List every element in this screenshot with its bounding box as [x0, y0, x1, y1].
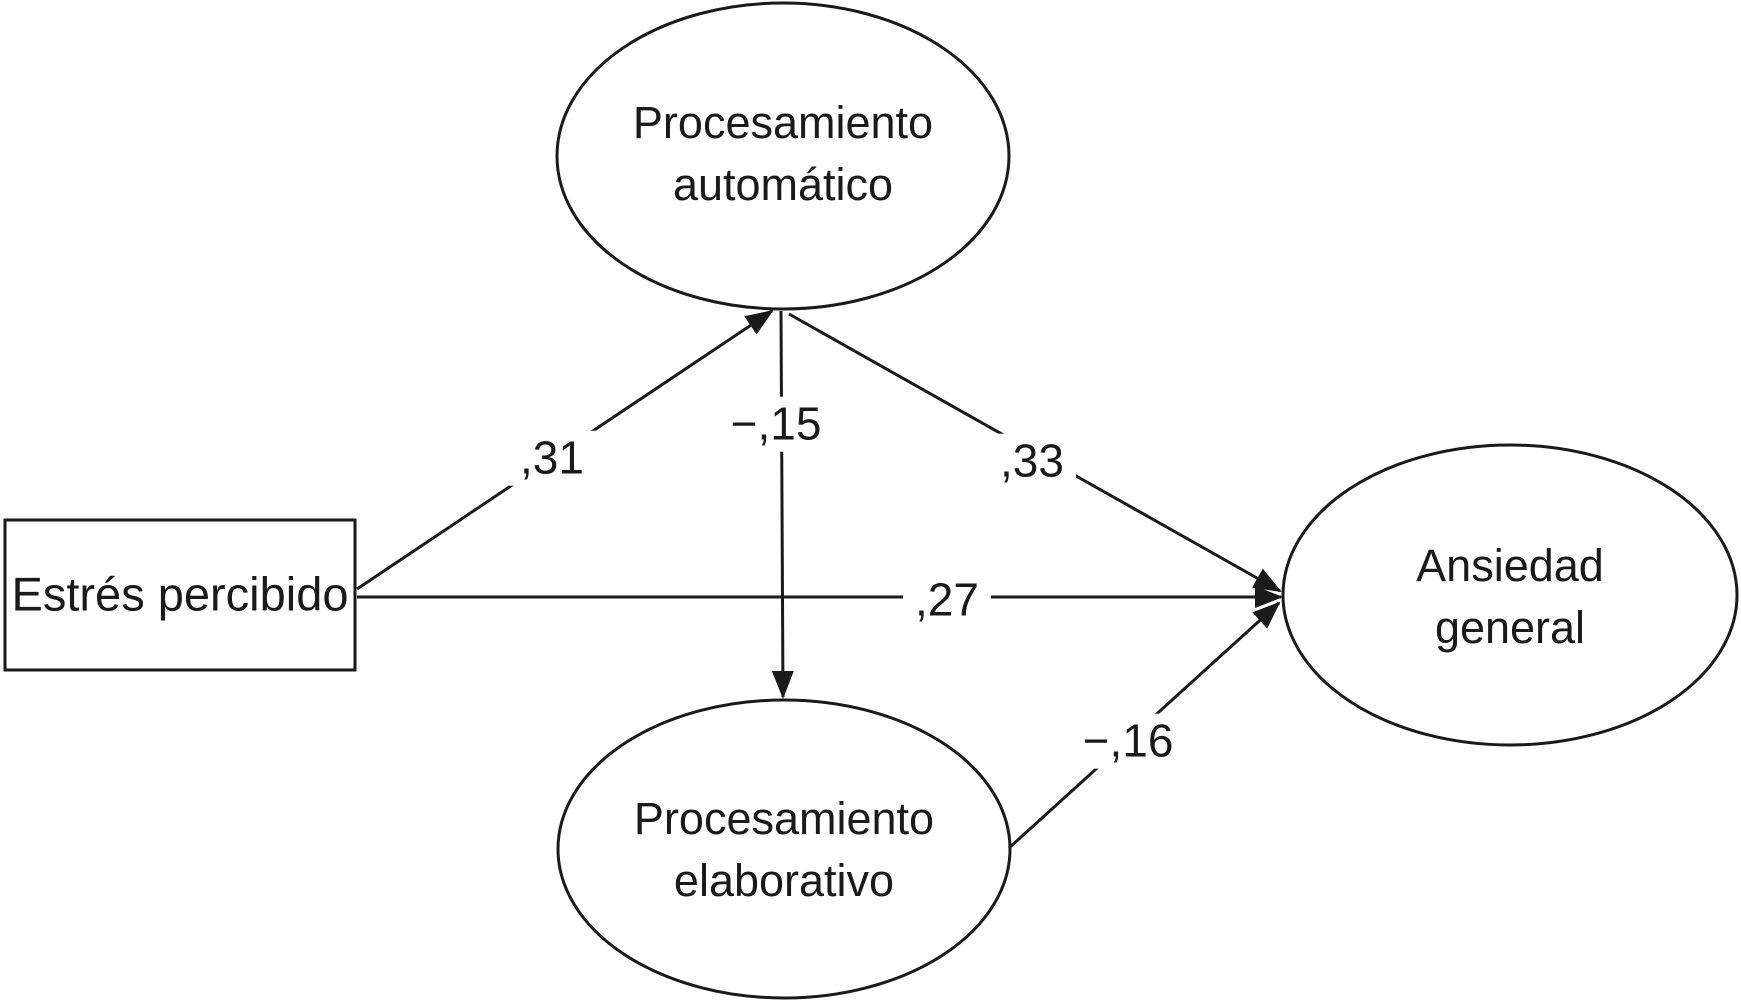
node-label-procesamiento-elaborativo: Procesamiento elaborativo	[634, 788, 934, 912]
node-ellipse-procesamiento-automatico	[555, 1, 1011, 311]
edge-label-automatico-ansiedad: ,33	[988, 433, 1076, 489]
edge-label-estres-automatico: ,31	[508, 430, 596, 486]
node-ellipse-ansiedad-general	[1281, 443, 1739, 747]
node-label-ansiedad-general: Ansiedad general	[1416, 535, 1604, 659]
node-label-line: Ansiedad	[1416, 539, 1604, 591]
edge-label-elaborativo-ansiedad: −,16	[1070, 713, 1186, 769]
node-label-procesamiento-automatico: Procesamiento automático	[633, 92, 933, 216]
edge-label-automatico-elaborativo: −,15	[718, 396, 834, 452]
node-label-line: Procesamiento	[632, 96, 934, 148]
edge-automatico-to-elaborativo	[771, 310, 794, 699]
node-rect-estres-percibido	[3, 518, 357, 672]
node-label-estres-percibido: Estrés percibido	[11, 567, 349, 621]
node-label-line: elaborativo	[673, 855, 895, 906]
node-label-line: general	[1434, 602, 1586, 653]
node-label-line: automático	[672, 159, 894, 210]
node-label-line: Procesamiento	[633, 792, 935, 844]
edge-label-estres-ansiedad: ,27	[903, 572, 991, 628]
